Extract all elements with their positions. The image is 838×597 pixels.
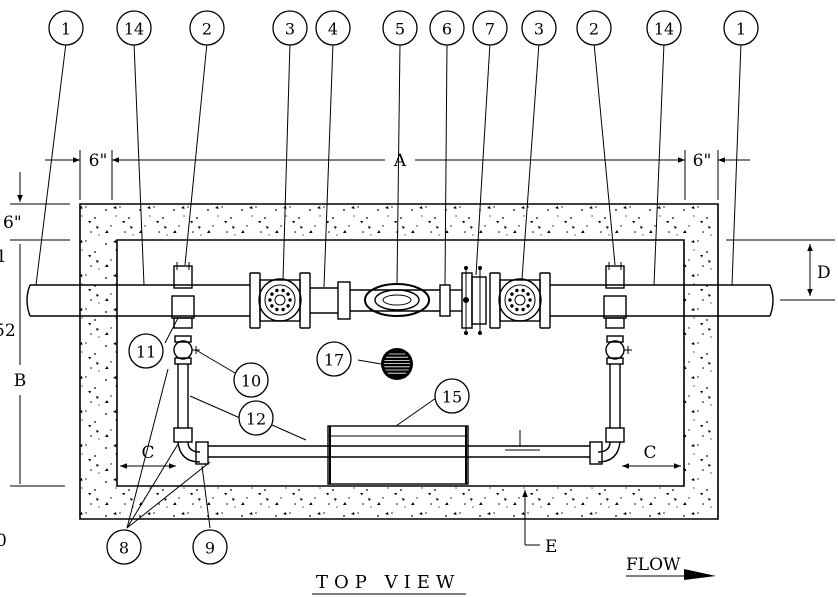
gate-valve-right — [489, 272, 551, 329]
dismantling-joint — [461, 266, 487, 335]
callout-number: 10 — [241, 372, 261, 391]
callout-number: 5 — [395, 20, 405, 39]
callout-circle — [434, 378, 470, 414]
dim-d-label: D — [817, 263, 831, 283]
callout-c12: 12 — [238, 400, 274, 436]
callout-number: 4 — [328, 20, 338, 39]
pipe-support — [327, 425, 469, 485]
callout-c9: 9 — [192, 529, 228, 565]
callout-c2a: 2 — [189, 10, 225, 46]
flange-adapter — [439, 284, 451, 317]
dim-e-label: E — [545, 537, 557, 557]
callout-number: 14 — [654, 20, 674, 39]
callout-circle — [646, 10, 682, 46]
callout-c8: 8 — [106, 529, 142, 565]
callout-circle — [315, 10, 351, 46]
callout-c5: 5 — [382, 10, 418, 46]
callout-number: 1 — [736, 20, 746, 39]
callout-c10: 10 — [233, 362, 269, 398]
vault-walls — [79, 203, 719, 520]
dim-b-label: B — [14, 371, 27, 391]
callout-number: 6 — [442, 20, 452, 39]
callout-c14b: 14 — [646, 10, 682, 46]
callout-number: 3 — [534, 20, 544, 39]
main-pipe — [26, 284, 790, 317]
callout-circle — [272, 10, 308, 46]
callout-number: 17 — [324, 351, 344, 370]
dim-a-label: A — [393, 151, 407, 171]
dim-6in-top-label: 6" — [3, 213, 22, 233]
dim-c-right-label: C — [643, 443, 656, 463]
callout-c7: 7 — [472, 10, 508, 46]
edge-fragment-top: 1 — [0, 247, 7, 267]
callout-circle — [189, 10, 225, 46]
leader-lines — [35, 42, 742, 529]
callout-c3a: 3 — [272, 10, 308, 46]
reducer-coupling — [337, 281, 351, 320]
callout-circle — [429, 10, 465, 46]
callout-circle — [48, 10, 84, 46]
callout-c1b: 1 — [723, 10, 759, 46]
callout-number: 2 — [202, 20, 212, 39]
dim-c-left-label: C — [141, 443, 154, 463]
edge-fragment-bottom: 0 — [0, 531, 7, 551]
callout-number: 9 — [205, 539, 215, 558]
callout-circle — [316, 341, 352, 377]
callout-number: 2 — [589, 20, 599, 39]
callout-circle — [106, 529, 142, 565]
floor-drain — [381, 348, 413, 380]
callout-circle — [192, 529, 228, 565]
callout-circle — [116, 10, 152, 46]
callout-circle — [233, 362, 269, 398]
callout-c6: 6 — [429, 10, 465, 46]
bypass-right — [589, 262, 632, 465]
callout-circle — [723, 10, 759, 46]
callout-number: 1 — [61, 20, 71, 39]
flow-label: FLOW — [626, 555, 681, 575]
callout-number: 12 — [246, 410, 266, 429]
callout-c17: 17 — [316, 341, 352, 377]
callout-number: 7 — [485, 20, 495, 39]
view-title: TOP VIEW — [316, 572, 460, 593]
callout-circle — [382, 10, 418, 46]
callout-number: 14 — [124, 20, 144, 39]
callout-c2b: 2 — [576, 10, 612, 46]
edge-fragment-mid: 52 — [0, 321, 16, 341]
bypass-left — [171, 262, 209, 465]
callout-number: 11 — [136, 343, 156, 362]
callout-c3b: 3 — [521, 10, 557, 46]
callout-number: 3 — [285, 20, 295, 39]
dimension-labels: A 6" 6" 6" B C C D E 1 52 0 TOP VIEW FLO… — [0, 151, 831, 593]
callout-c11: 11 — [128, 333, 164, 369]
callout-c15: 15 — [434, 378, 470, 414]
dim-6in-left-label: 6" — [89, 151, 108, 171]
callout-number: 8 — [119, 539, 129, 558]
callout-c1a: 1 — [48, 10, 84, 46]
dimension-lines — [10, 150, 835, 595]
callout-c4: 4 — [315, 10, 351, 46]
callout-circle — [576, 10, 612, 46]
gate-valve-left — [249, 272, 311, 329]
callout-circle — [238, 400, 274, 436]
callout-circle — [128, 333, 164, 369]
dim-6in-right-label: 6" — [693, 151, 712, 171]
callout-circle — [521, 10, 557, 46]
callout-circle — [472, 10, 508, 46]
callout-number: 15 — [442, 388, 462, 407]
bypass-pipe — [208, 430, 590, 458]
callout-c14a: 14 — [116, 10, 152, 46]
